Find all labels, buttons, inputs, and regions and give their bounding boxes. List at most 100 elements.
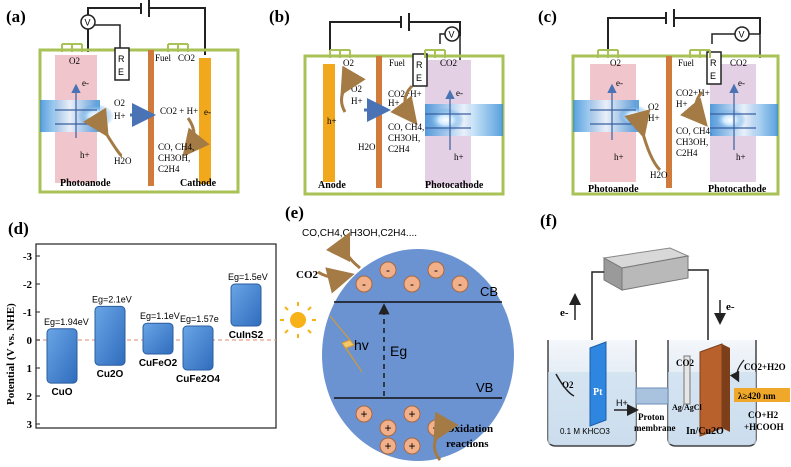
- svg-text:H+: H+: [676, 99, 688, 109]
- svg-text:CO, CH4,: CO, CH4,: [158, 142, 194, 152]
- y-tick-label: 3: [27, 419, 33, 431]
- svg-text:E: E: [118, 67, 124, 77]
- panel-e-tag: (e): [285, 203, 304, 222]
- svg-text:CO2: CO2: [730, 58, 747, 68]
- svg-text:+HCOOH: +HCOOH: [744, 422, 784, 432]
- electron-marker: [403, 275, 421, 293]
- svg-text:E: E: [416, 73, 422, 83]
- svg-text:E: E: [710, 71, 716, 81]
- svg-text:VB: VB: [476, 380, 493, 395]
- y-tick-label: 2: [27, 391, 33, 403]
- svg-text:H+: H+: [388, 98, 400, 108]
- svg-text:H2O: H2O: [650, 170, 668, 180]
- voltmeter-icon: [734, 26, 750, 42]
- svg-text:Eg: Eg: [390, 343, 407, 359]
- category-label: CuInS2: [229, 330, 264, 341]
- svg-text:O2: O2: [351, 84, 362, 94]
- membrane: [376, 56, 382, 188]
- products-text: CO,CH4,CH3OH,C2H4....: [302, 228, 417, 239]
- electron-sign: -: [434, 263, 438, 277]
- band-bars: Eg=1.94eVCuOEg=2.1eVCu2OEg=1.1eVCuFeO2Eg…: [44, 272, 268, 398]
- sun-icon: [280, 302, 316, 338]
- svg-text:h+: h+: [327, 116, 337, 126]
- reference-electrode: [114, 47, 130, 81]
- svg-text:CO2: CO2: [676, 358, 695, 368]
- svg-text:In/Cu2O: In/Cu2O: [686, 426, 724, 437]
- svg-text:O2: O2: [648, 102, 659, 112]
- svg-text:R: R: [416, 60, 423, 70]
- panel-e: (e) CO,CH4,CH3OH,C2H4.... CB VB Eg hv CO…: [280, 203, 514, 461]
- svg-text:e-: e-: [82, 78, 89, 88]
- svg-text:membrane: membrane: [634, 423, 676, 433]
- category-label: CuFe2O4: [176, 374, 220, 385]
- bandgap-label: Eg=1.1eV: [140, 311, 180, 321]
- svg-text:V: V: [85, 18, 91, 28]
- membrane: [148, 50, 154, 186]
- svg-text:Proton: Proton: [638, 412, 664, 422]
- electron-marker: [379, 261, 397, 279]
- svg-text:H+: H+: [351, 96, 363, 106]
- svg-text:e-: e-: [456, 88, 463, 98]
- bandgap-label: Eg=1.5eV: [228, 272, 268, 282]
- y-axis-label: Potential (V vs. NHE): [5, 303, 17, 405]
- svg-text:CH3OH,: CH3OH,: [388, 133, 420, 143]
- svg-text:Photocathode: Photocathode: [708, 184, 767, 195]
- svg-text:O2: O2: [114, 98, 125, 108]
- electron-sign: -: [362, 277, 366, 291]
- svg-text:V: V: [449, 30, 455, 40]
- hole-sign: +: [384, 439, 391, 453]
- svg-text:CH3OH,: CH3OH,: [676, 137, 708, 147]
- svg-text:H+: H+: [648, 113, 660, 123]
- svg-text:e-: e-: [738, 78, 745, 88]
- ag-agcl-electrode: [683, 355, 691, 405]
- lightning-icon: [329, 315, 363, 373]
- svg-text:Oxidation: Oxidation: [446, 423, 493, 435]
- svg-text:CO2+H2O: CO2+H2O: [744, 362, 786, 372]
- svg-text:h+: h+: [454, 152, 464, 162]
- band-bar: [230, 283, 262, 327]
- svg-text:V: V: [739, 30, 745, 40]
- band-bar: [94, 305, 126, 366]
- svg-text:0.1 M KHCO3: 0.1 M KHCO3: [560, 427, 610, 436]
- voltmeter-icon: [80, 14, 96, 30]
- category-label: CuFeO2: [139, 358, 178, 369]
- hole-sign: +: [408, 407, 415, 421]
- light-arrow: [734, 388, 790, 402]
- bandgap-label: Eg=2.1eV: [92, 294, 132, 304]
- potentiostat-icon: [602, 247, 690, 291]
- svg-text:CO, CH4,: CO, CH4,: [388, 122, 424, 132]
- svg-text:hv: hv: [354, 337, 369, 353]
- svg-text:h+: h+: [80, 150, 90, 160]
- panel-c-tag: (c): [538, 7, 557, 26]
- svg-text:Fuel: Fuel: [678, 58, 695, 68]
- panel-f-tag: (f): [540, 211, 557, 230]
- voltmeter-icon: [444, 26, 460, 42]
- svg-text:Ag/AgCl: Ag/AgCl: [672, 403, 703, 412]
- electron-marker: [427, 261, 445, 279]
- svg-text:O2: O2: [562, 380, 574, 390]
- svg-text:CO+H2: CO+H2: [748, 410, 779, 420]
- panel-b: (b) V R E O2 Fuel CO2 h+ O2 H+ H2O CO2+H…: [269, 7, 505, 196]
- electron-sign: -: [458, 277, 462, 291]
- svg-text:CO2: CO2: [178, 53, 195, 63]
- y-tick-label: -2: [23, 279, 33, 291]
- svg-text:h+: h+: [614, 152, 624, 162]
- hole-marker: [379, 437, 397, 455]
- band-bar: [142, 322, 174, 355]
- svg-text:CO2 + H+: CO2 + H+: [160, 106, 198, 116]
- panel-a: (a) V R E O2 Fuel CO2 e- h+ O2 H+ H2O: [6, 0, 240, 194]
- svg-text:reactions: reactions: [446, 438, 489, 450]
- svg-text:e-: e-: [204, 107, 211, 117]
- svg-text:e-: e-: [560, 307, 569, 319]
- bandgap-label: Eg=1.94eV: [44, 317, 89, 327]
- svg-text:H2O: H2O: [114, 156, 132, 166]
- svg-text:O2: O2: [69, 56, 80, 66]
- svg-text:O2: O2: [610, 58, 621, 68]
- svg-text:Photoanode: Photoanode: [60, 178, 111, 189]
- electron-sign: -: [410, 277, 414, 291]
- svg-text:C2H4: C2H4: [676, 148, 698, 158]
- svg-text:CB: CB: [480, 284, 498, 299]
